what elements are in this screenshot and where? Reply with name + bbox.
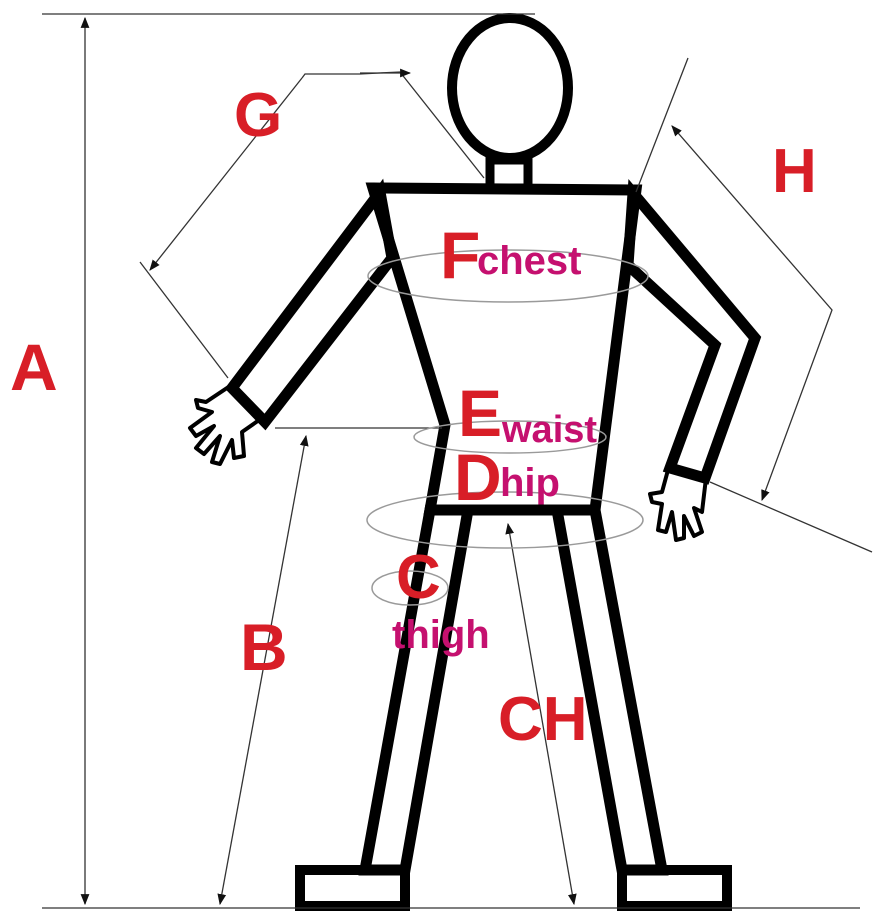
label-h: H	[772, 137, 817, 206]
label-a: A	[10, 330, 58, 404]
labels: A G H F chest E waist D hip C thigh B CH	[10, 81, 817, 754]
label-c: C	[396, 543, 441, 612]
left-arm	[232, 192, 392, 422]
left-hand	[190, 382, 262, 464]
label-b: B	[240, 610, 288, 684]
label-ch: CH	[498, 685, 588, 754]
right-arm	[628, 193, 755, 478]
label-d-hip: hip	[500, 461, 560, 505]
label-f: F	[440, 218, 480, 292]
label-f-chest: chest	[477, 239, 582, 283]
measure-h-guide	[636, 58, 688, 192]
measure-g-guide-2	[400, 72, 484, 178]
label-e: E	[458, 376, 502, 450]
head	[452, 18, 568, 158]
label-g: G	[234, 81, 282, 150]
measure-g-tail	[140, 262, 228, 378]
measure-h-ground-guide	[710, 482, 872, 552]
label-e-waist: waist	[501, 409, 597, 451]
label-d: D	[454, 440, 502, 514]
label-c-thigh: thigh	[392, 613, 490, 657]
